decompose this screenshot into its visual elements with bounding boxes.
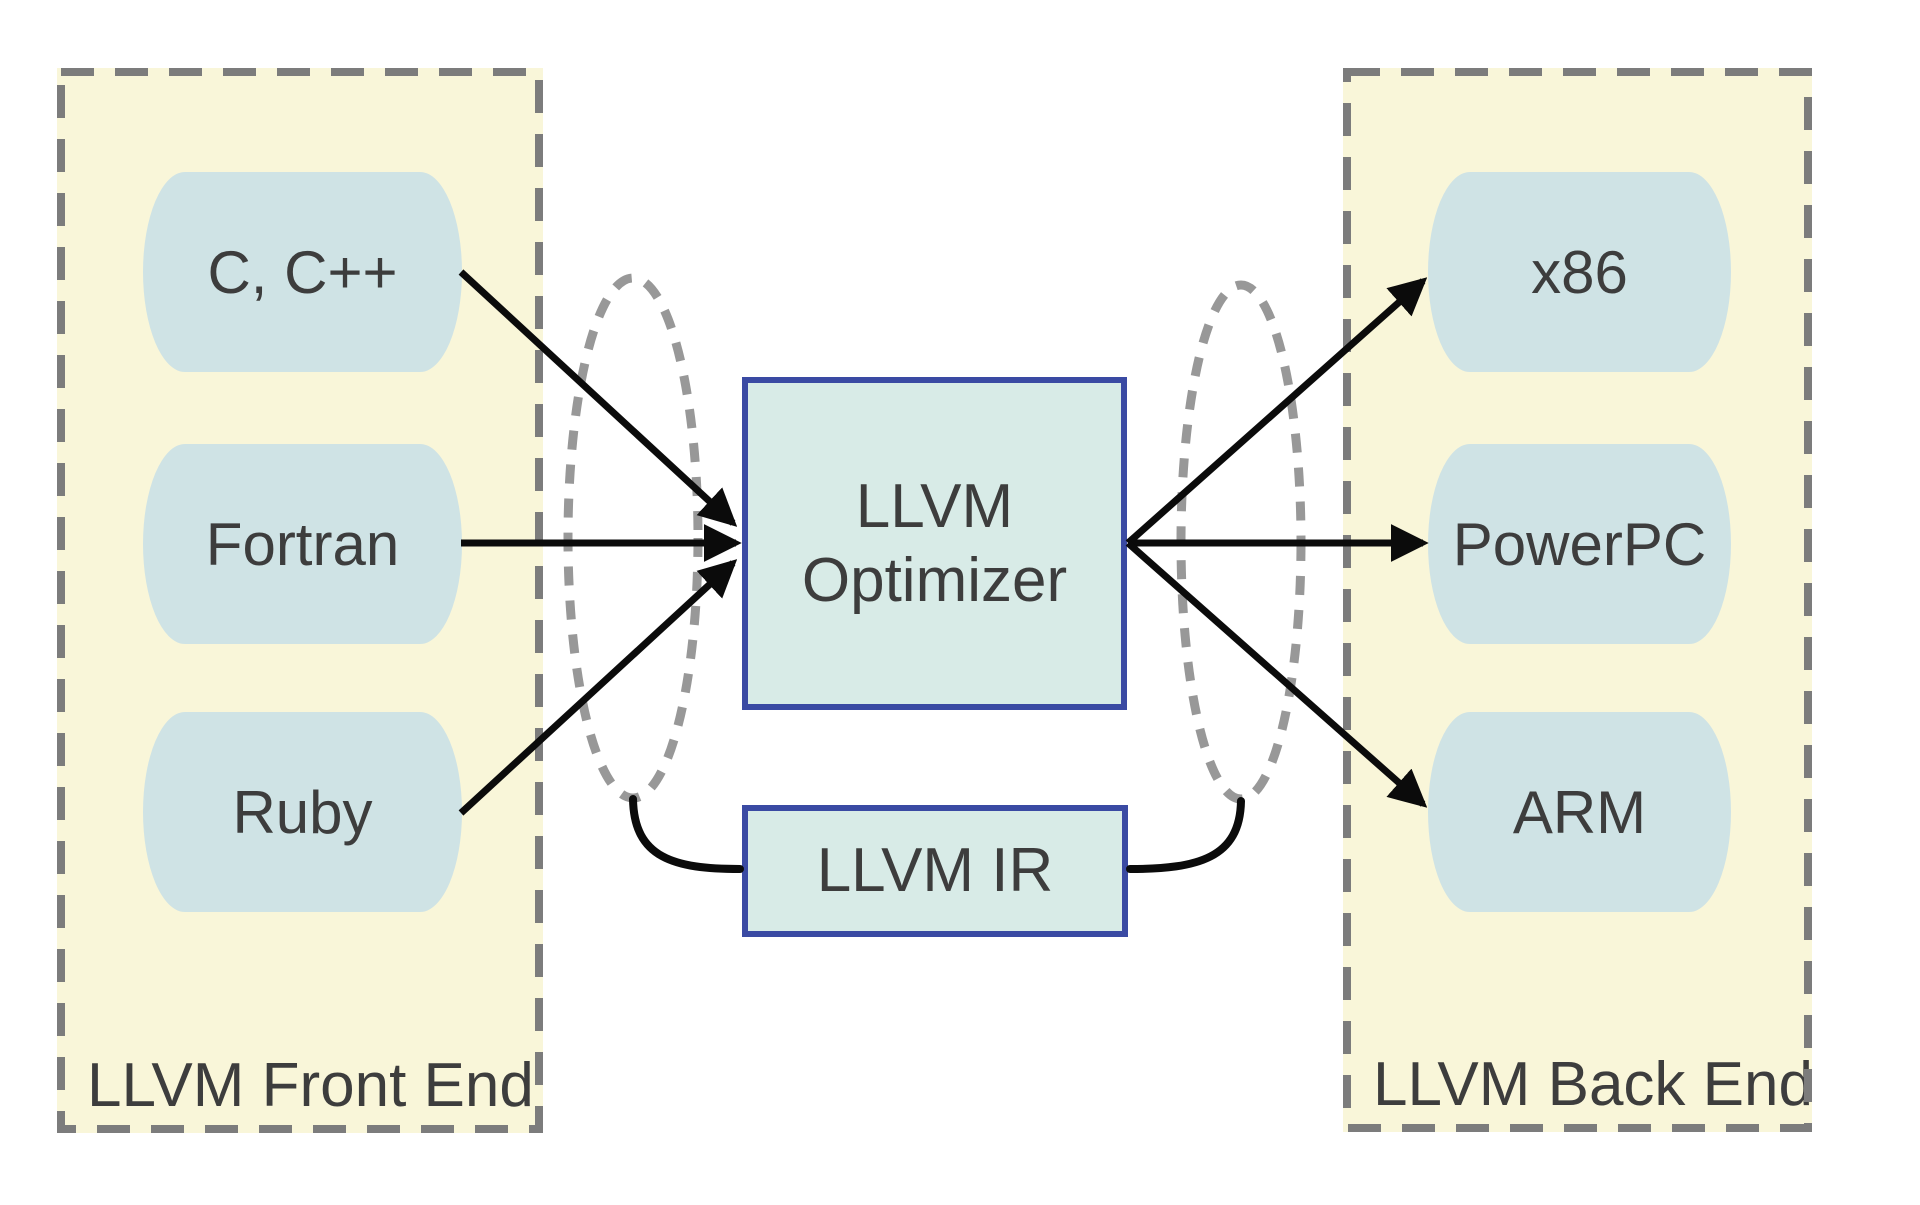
frontend-node-fortran: Fortran xyxy=(143,444,462,644)
frontend-panel-label: LLVM Front End xyxy=(87,1051,534,1120)
backend-ir-scope-ellipse xyxy=(1176,280,1306,804)
frontend-node-ruby: Ruby xyxy=(143,712,462,912)
llvm-ir-box: LLVM IR xyxy=(742,805,1128,937)
backend-panel-label: LLVM Back End xyxy=(1373,1050,1813,1119)
backend-node-x86: x86 xyxy=(1428,172,1731,372)
backend-node-powerpc: PowerPC xyxy=(1428,444,1731,644)
curve-left-ellipse-to-ir xyxy=(629,795,744,873)
curve-right-ellipse-to-ir xyxy=(1126,797,1245,873)
frontend-node-c-cpp: C, C++ xyxy=(143,172,462,372)
optimizer-box: LLVM Optimizer xyxy=(742,377,1127,710)
frontend-ir-scope-ellipse xyxy=(563,273,703,803)
backend-node-arm: ARM xyxy=(1428,712,1731,912)
